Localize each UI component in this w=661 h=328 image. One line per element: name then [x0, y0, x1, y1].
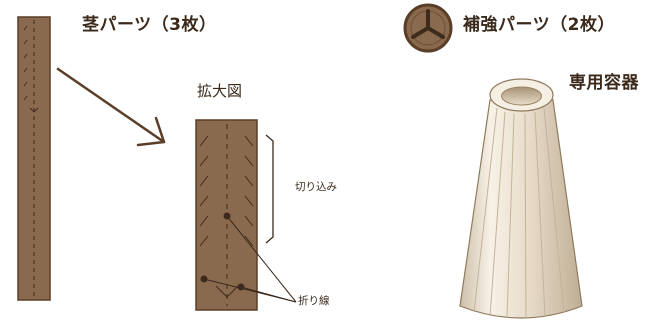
stem-part-full: [17, 16, 51, 301]
cut-in-label: 切り込み: [295, 181, 337, 193]
container-ribs: [473, 107, 565, 319]
enlarged-stem-part: [195, 119, 297, 311]
container-opening: [501, 86, 542, 106]
zoom-arrow: [56, 67, 166, 147]
reinforce-parts-title: 補強パーツ（2枚）: [463, 15, 615, 35]
fold-line-label: 折り線: [298, 295, 330, 307]
stem-cut-marks: [23, 25, 39, 113]
fold-line-leaders: [203, 215, 297, 303]
cut-in-bracket: [265, 134, 274, 244]
dedicated-container-illustration: [459, 78, 583, 319]
enlarged-view-title: 拡大図: [197, 82, 243, 100]
enlarged-cut-marks: [199, 135, 254, 298]
three-prong-circle-icon: [403, 3, 453, 53]
stem-parts-title: 茎パーツ（3枚）: [82, 15, 217, 35]
container-title: 専用容器: [569, 73, 639, 93]
arrow-head: [136, 116, 166, 147]
